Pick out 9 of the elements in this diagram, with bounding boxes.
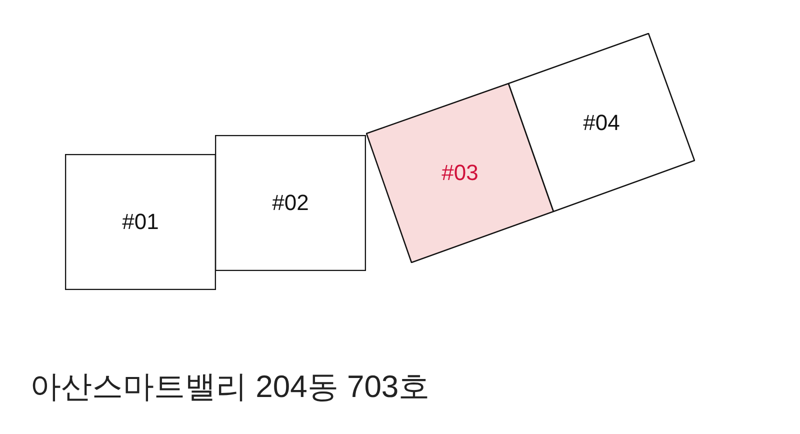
lot-box <box>65 154 216 290</box>
lot-number: #03 <box>442 160 478 186</box>
lot-number: #02 <box>272 190 309 216</box>
lot-number: #04 <box>583 110 620 136</box>
lot-box <box>366 83 554 263</box>
lot-box <box>508 33 695 212</box>
address-text: 아산스마트밸리 204동 703호 <box>30 368 430 406</box>
lot-box <box>215 135 366 271</box>
lot-number: #01 <box>122 209 159 235</box>
